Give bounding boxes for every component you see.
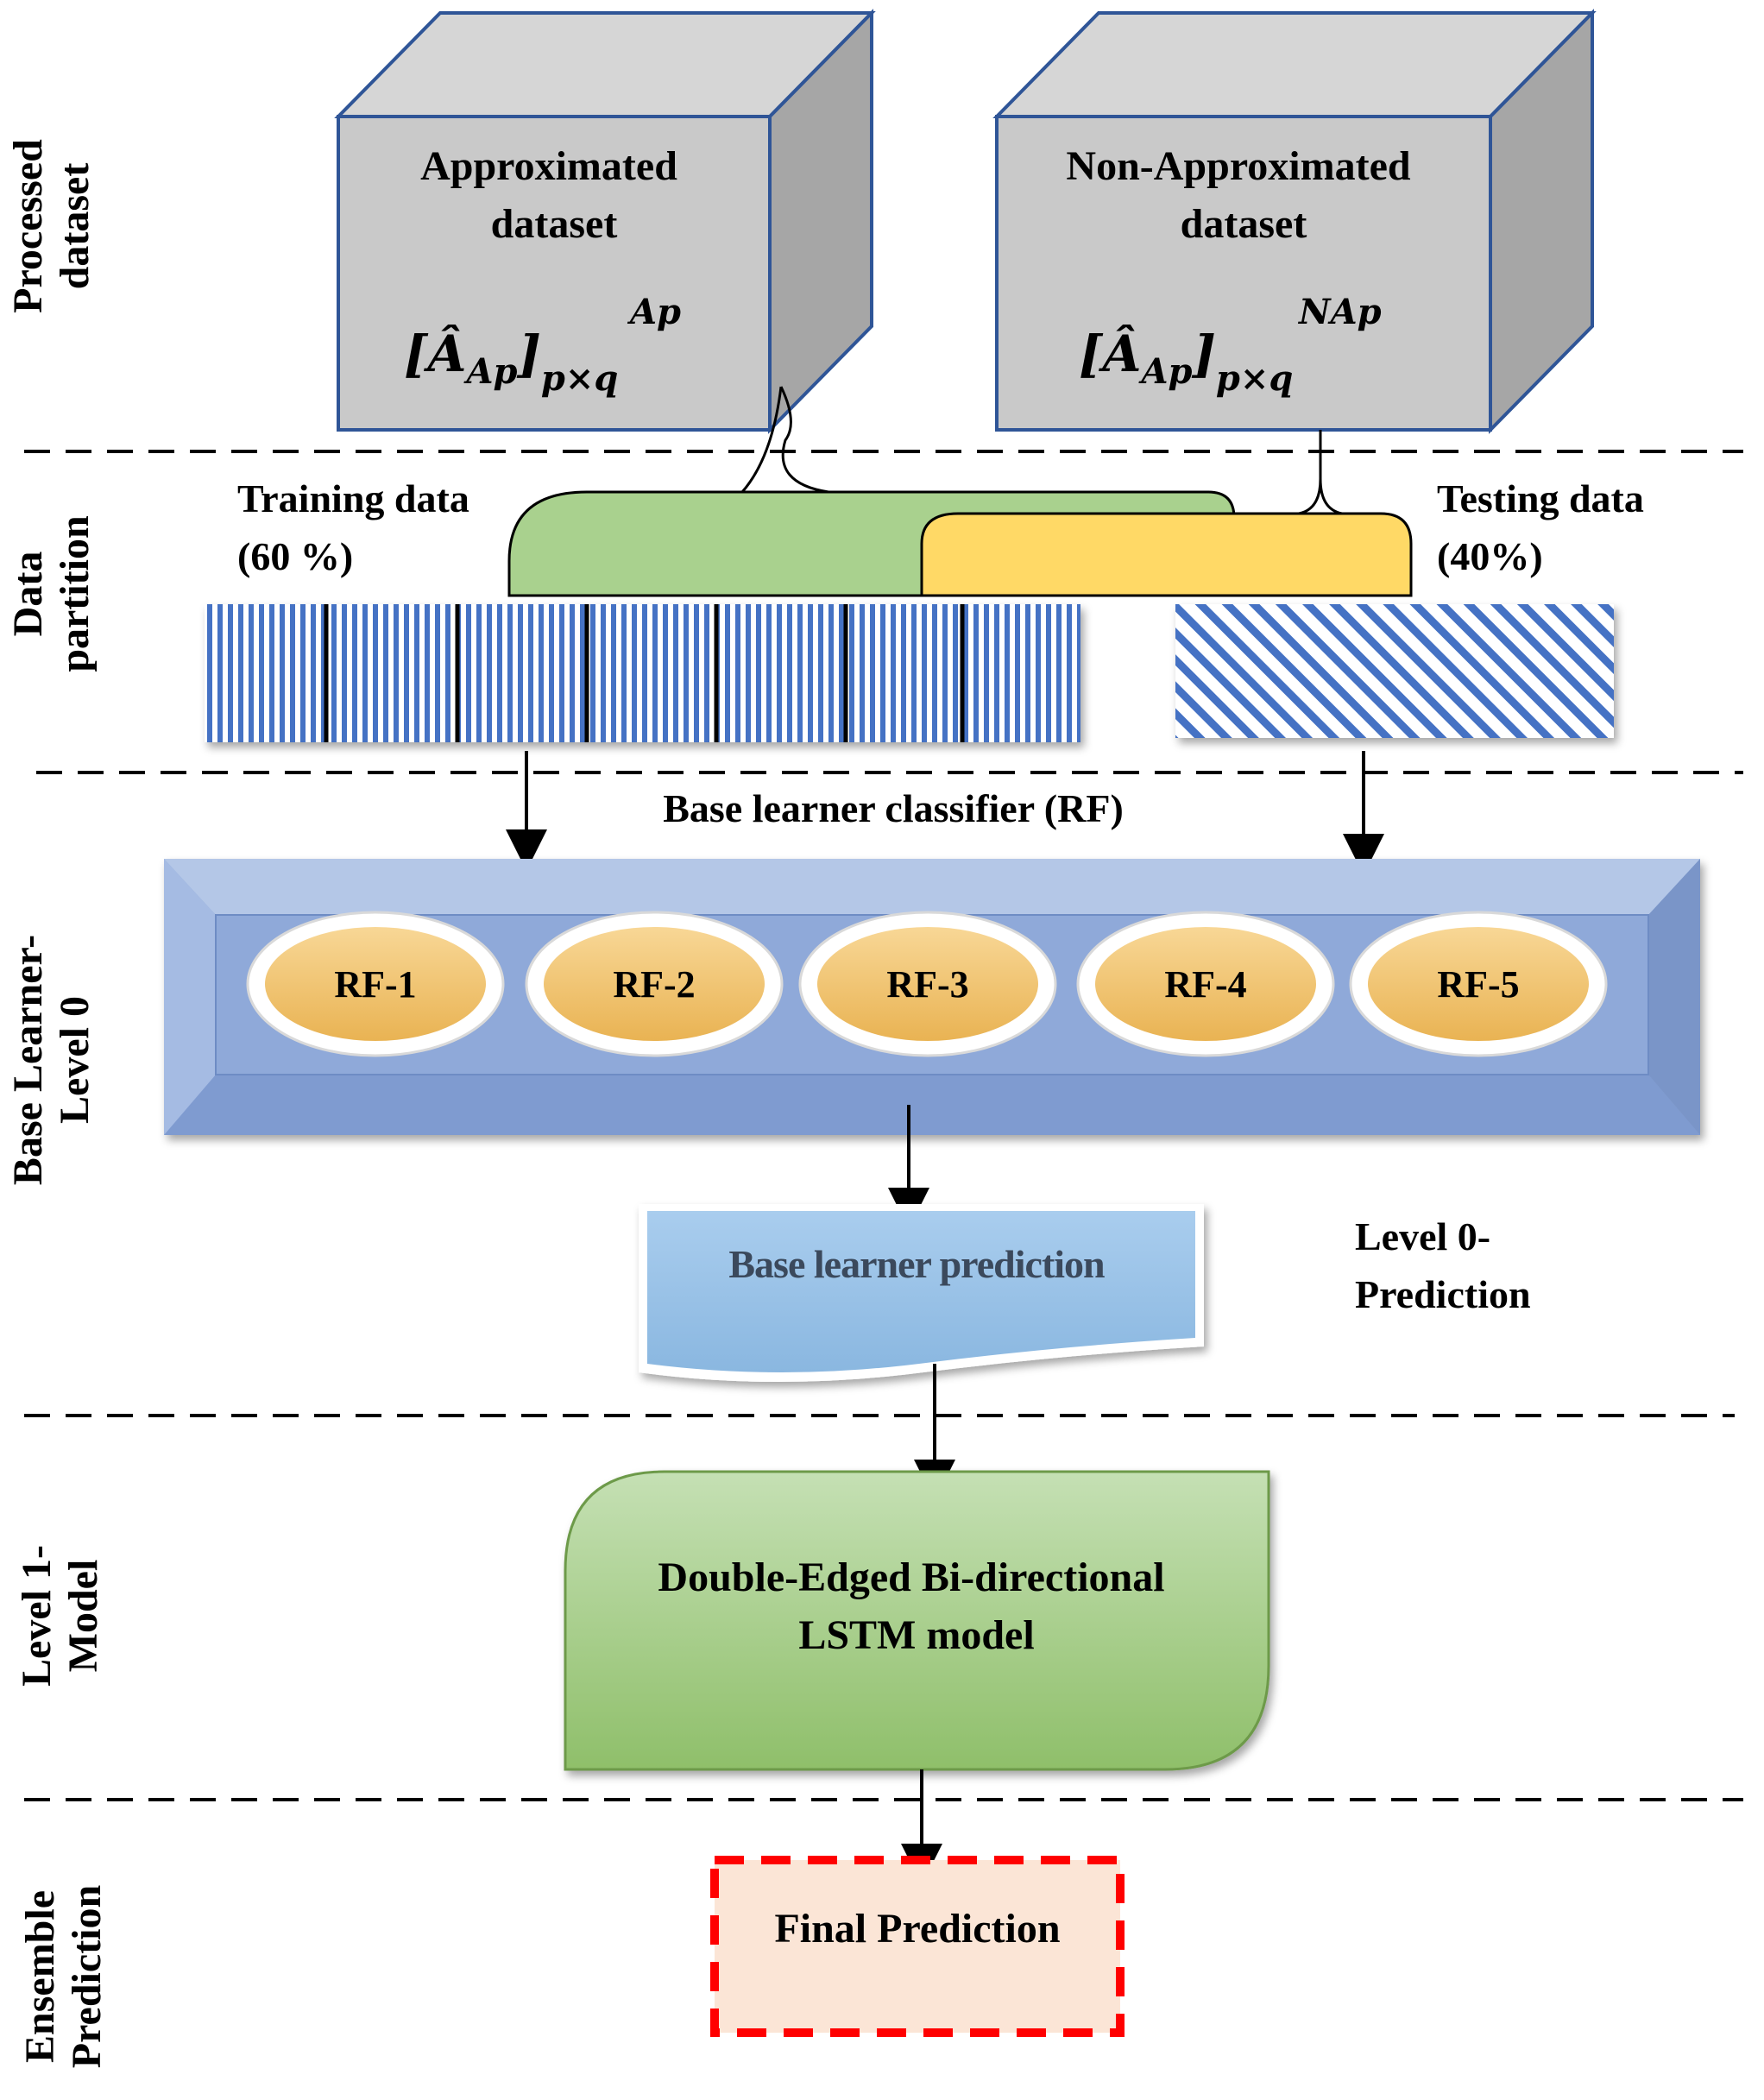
training-brace-stem [779,386,829,494]
cube-front [337,115,772,432]
svg-text:Base learner prediction: Base learner prediction [728,1242,1105,1286]
approximated-superscript: Ap [627,292,681,332]
level0-prediction-label: Level 0- Prediction [1355,1214,1531,1316]
section-label-level1: Level 1-Model [14,1545,106,1687]
testing-brace-stem [1298,430,1343,515]
svg-text:RF-5: RF-5 [1437,963,1519,1006]
non-approximated-dataset-cube: Non-Approximated dataset [ÂAp]p×q NAp [992,9,1597,434]
testing-brace [920,512,1413,597]
lstm-title-line1: Double-Edged Bi-directional [658,1555,1164,1600]
final-prediction-box: Final Prediction [710,1856,1125,2037]
approximated-title-line1: Approximated [420,143,677,189]
non-approximated-matrix: [ÂAp]p×q [1079,325,1293,399]
base-learner-classifier-label: Base learner classifier (RF) [663,786,1124,830]
lstm-model-box: Double-Edged Bi-directional LSTM model [564,1470,1270,1771]
non-approximated-superscript: NAp [1297,292,1382,332]
approximated-matrix: [ÂAp]p×q [404,325,618,399]
lstm-title-line2: LSTM model [798,1612,1034,1658]
svg-text:Final Prediction: Final Prediction [774,1906,1060,1952]
testing-label: Testing data (40%) [1437,476,1654,578]
svg-text:RF-4: RF-4 [1164,963,1246,1006]
section-separators [24,450,1743,1801]
svg-text:RF-3: RF-3 [886,963,968,1006]
testing-data-bar [1175,604,1614,738]
rf-node-5: RF-5 [1349,911,1608,1057]
training-label: Training data (60 %) [237,476,479,578]
section-label-ensemble: EnsemblePrediction [17,1885,110,2068]
rf-node-4: RF-4 [1076,911,1335,1057]
svg-text:RF-1: RF-1 [334,963,416,1006]
approximated-title-line2: dataset [491,201,618,247]
training-data-bar [205,604,1080,742]
svg-text:Double-Edged Bi-directional: Double-Edged Bi-directional LSTM model [658,1555,1175,1658]
svg-text:Approximated dataset: Approximated dataset [420,143,688,247]
section-label-processed: Processeddataset [5,139,98,313]
svg-text:Non-Approximated dataset: Non-Approximated dataset [1066,143,1421,247]
approximated-dataset-cube: Approximated dataset [ÂAp]p×q Ap [334,9,876,434]
rf-node-1: RF-1 [246,911,505,1057]
non-approximated-title-line2: dataset [1181,201,1307,247]
section-label-partition: Datapartition [5,515,98,672]
section-label-base-learner: Base Learner-Level 0 [5,935,98,1185]
cube-top [992,11,1597,118]
non-approximated-title-line1: Non-Approximated [1066,143,1410,189]
rf-node-3: RF-3 [798,911,1057,1057]
rf-node-2: RF-2 [525,911,784,1057]
cube-front [995,115,1492,432]
svg-text:RF-2: RF-2 [613,963,695,1006]
training-brace-stem-left [740,386,783,493]
rf-nodes: RF-1 RF-2 RF-3 RF-4 RF-5 [246,911,1608,1057]
base-learner-prediction-box: Base learner prediction [639,1204,1204,1382]
